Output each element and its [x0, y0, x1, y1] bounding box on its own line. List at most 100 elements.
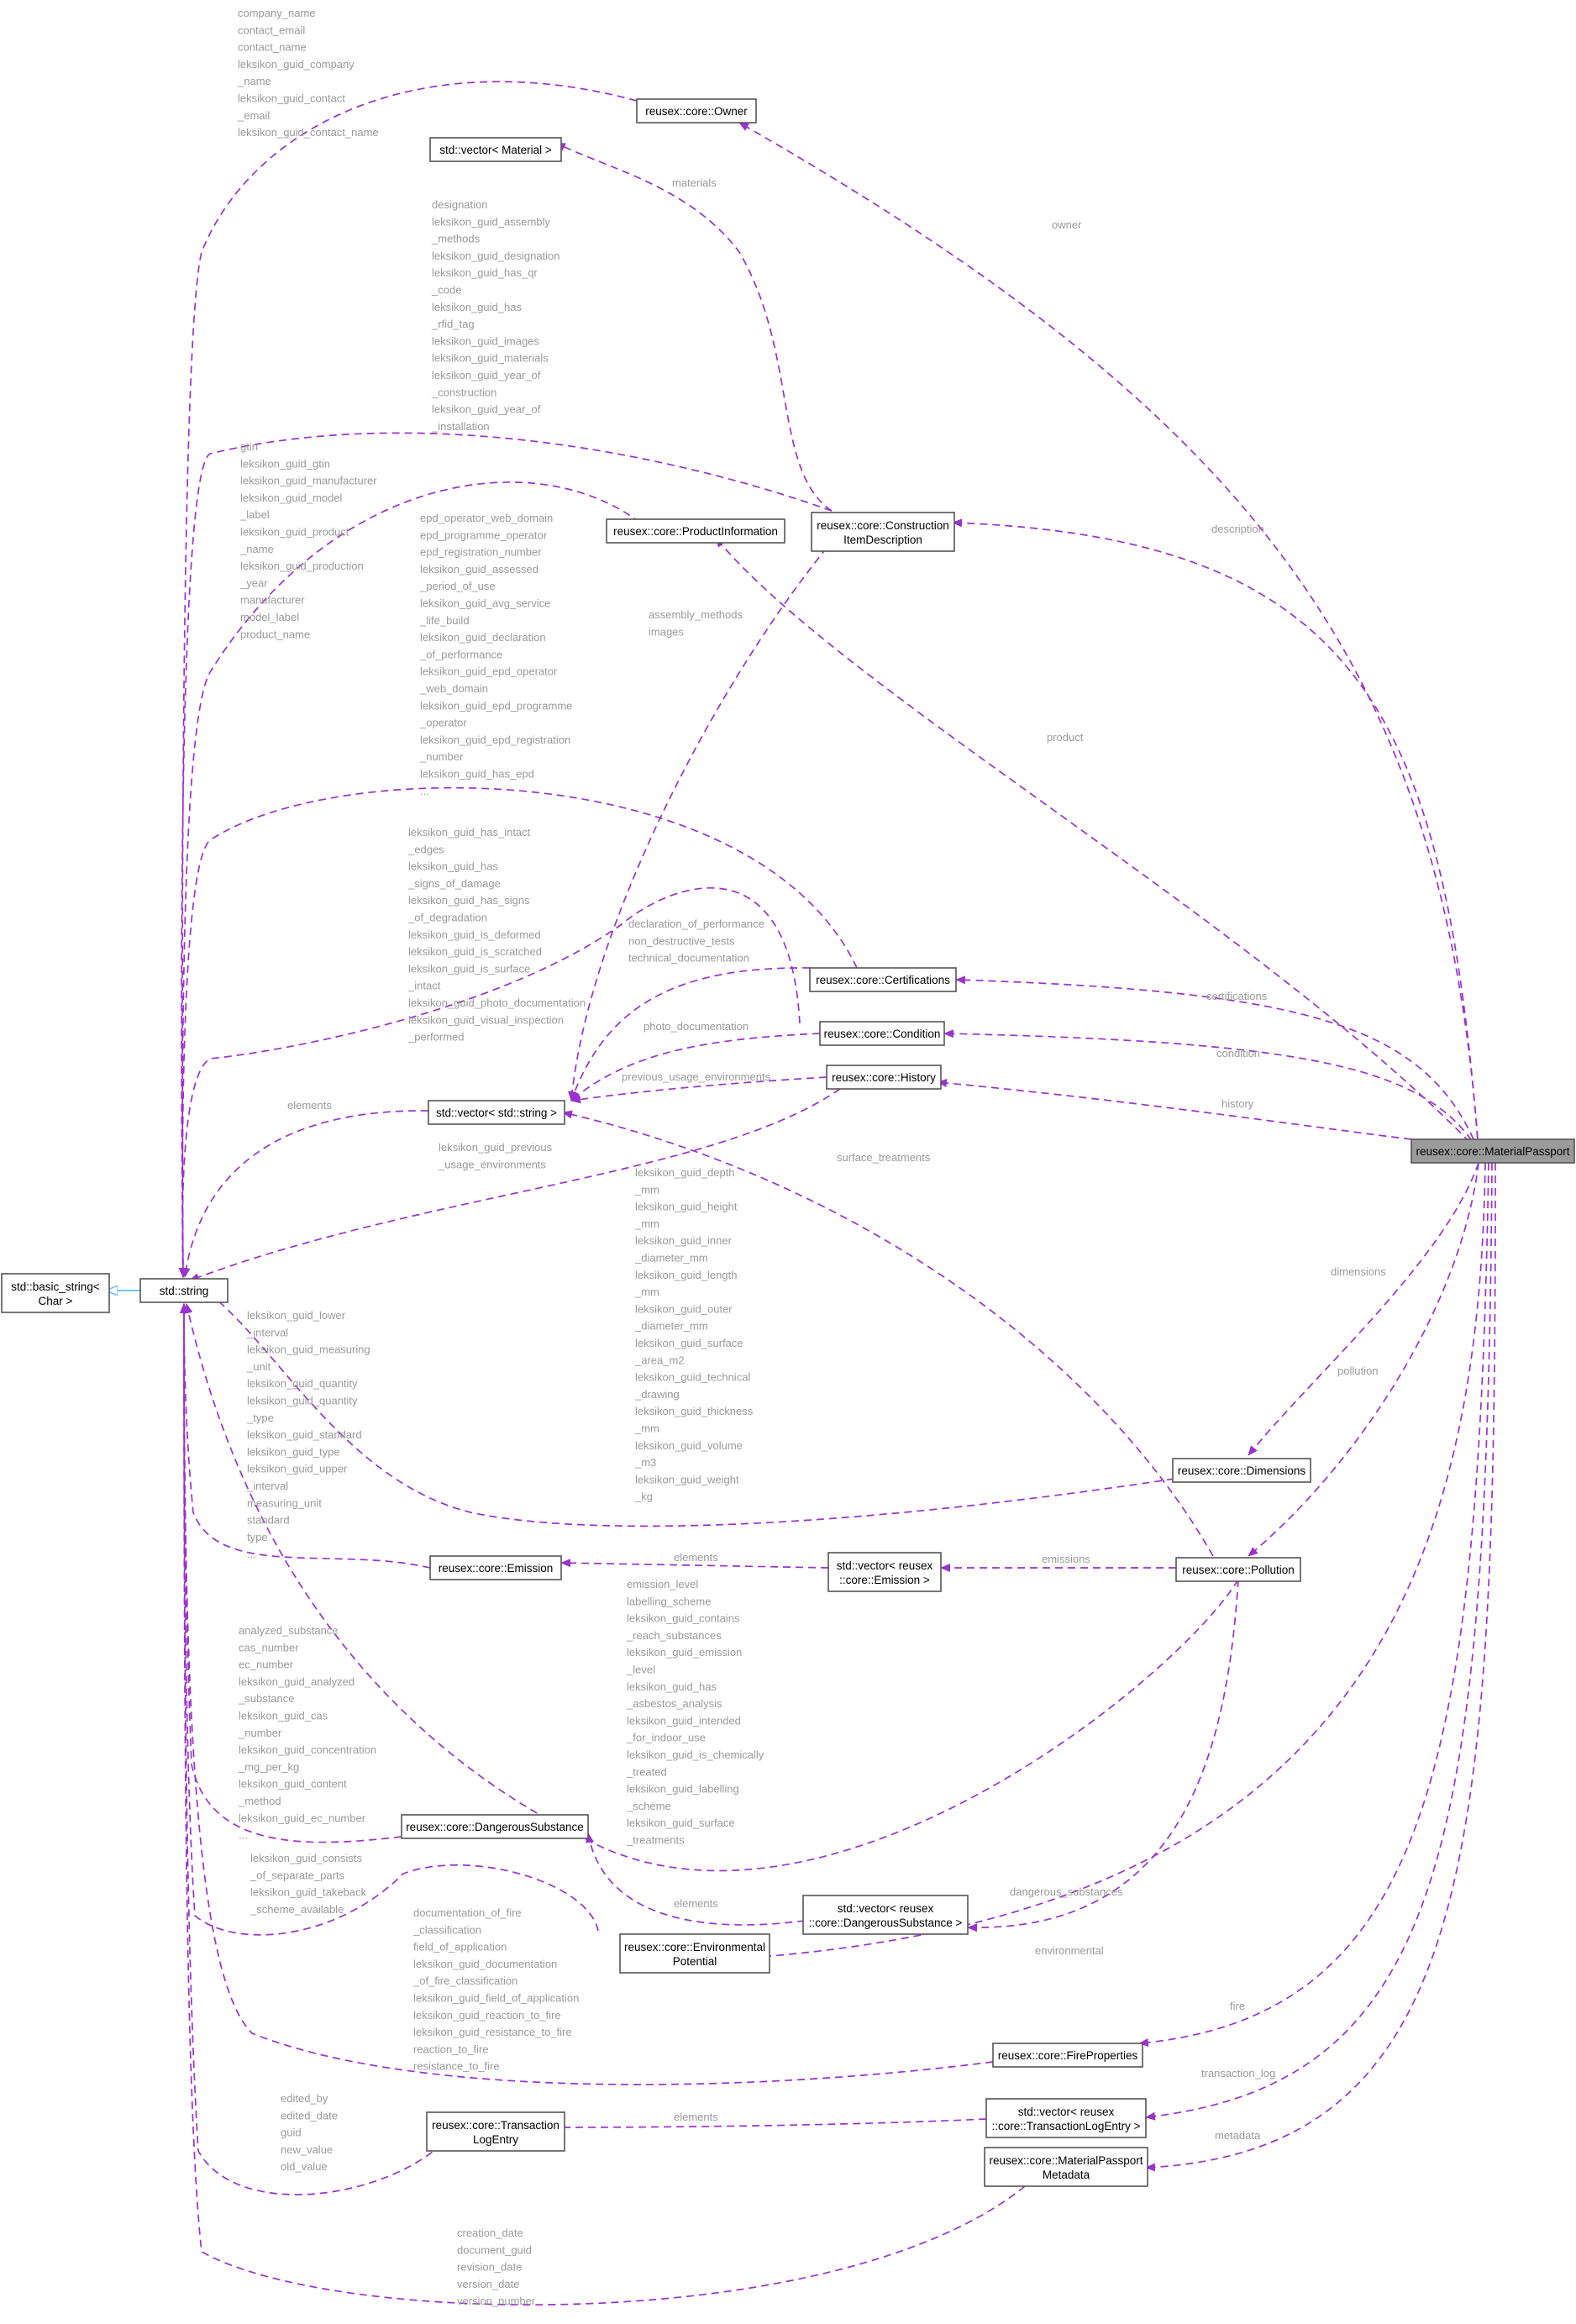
text-line: ...: [247, 1548, 256, 1560]
text-line: leksikon_guid_avg_service: [420, 597, 550, 610]
text-line: environmental: [1035, 1944, 1104, 1957]
node-vector-dangerous-substance[interactable]: std::vector< reusex::core::DangerousSubs…: [802, 1895, 969, 1935]
text-line: epd_registration_number: [420, 546, 542, 559]
node-label: reusex::core::Owner: [645, 105, 748, 118]
text-line: leksikon_guid_company: [238, 58, 355, 71]
text-line: pollution: [1337, 1364, 1378, 1377]
text-line: leksikon_guid_analyzed: [239, 1675, 355, 1688]
node-vector-emission[interactable]: std::vector< reusex::core::Emission >: [827, 1552, 942, 1592]
text-line: LogEntry: [473, 2133, 518, 2146]
text-line: surface_treatments: [837, 1151, 931, 1164]
node-label: reusex::core::Dimensions: [1178, 1464, 1306, 1477]
text-line: leksikon_guid_materials: [432, 352, 549, 365]
text-line: leksikon_guid_has_intact: [408, 826, 531, 839]
text-line: leksikon_guid_declaration: [420, 631, 546, 644]
node-fire-properties[interactable]: reusex::core::FireProperties: [992, 2043, 1143, 2068]
text-line: _classification: [412, 1923, 481, 1936]
node-std-string[interactable]: std::string: [139, 1278, 229, 1303]
text-line: emission_level: [627, 1578, 698, 1591]
text-line: leksikon_guid_assessed: [420, 563, 538, 576]
label-description: description: [1211, 523, 1264, 535]
edge-emission-elements: [560, 1559, 829, 1569]
label-history: history: [1221, 1097, 1254, 1110]
node-vector-material[interactable]: std::vector< Material >: [429, 137, 562, 162]
text-line: analyzed_substance: [239, 1624, 339, 1637]
node-vector-string[interactable]: std::vector< std::string >: [428, 1100, 565, 1125]
text-line: _kg: [634, 1491, 653, 1503]
edge-pollution: [1248, 1162, 1479, 1557]
text-line: _mg_per_kg: [238, 1760, 299, 1773]
text-line: leksikon_guid_quantity: [247, 1395, 358, 1407]
text-line: ec_number: [239, 1659, 294, 1671]
text-line: leksikon_guid_technical: [635, 1371, 750, 1384]
node-dimensions[interactable]: reusex::core::Dimensions: [1172, 1458, 1311, 1483]
text-line: _interval: [246, 1480, 288, 1492]
text-line: leksikon_guid_gtin: [240, 457, 330, 470]
node-owner[interactable]: reusex::core::Owner: [636, 98, 757, 124]
label-dimensions: dimensions: [1331, 1265, 1386, 1278]
text-line: leksikon_guid_production: [240, 560, 364, 572]
edge-condition: [943, 1029, 1479, 1152]
label-pollution: pollution: [1337, 1364, 1378, 1377]
edge-condition-string: [178, 887, 801, 1278]
node-dangerous-substance[interactable]: reusex::core::DangerousSubstance: [401, 1814, 589, 1839]
text-line: _name: [237, 75, 271, 87]
edge-description: [952, 518, 1479, 1152]
node-history[interactable]: reusex::core::History: [826, 1065, 942, 1090]
label-metadata: metadata: [1215, 2129, 1261, 2142]
text-line: leksikon_guid_contact_name: [238, 126, 379, 139]
text-line: photo_documentation: [644, 1020, 749, 1033]
text-line: _scheme: [626, 1800, 671, 1812]
text-line: _number: [419, 750, 464, 763]
text-line: leksikon_guid_has_epd: [420, 768, 534, 781]
text-line: _level: [626, 1664, 655, 1676]
label-previous-usage: previous_usage_environments: [622, 1070, 771, 1083]
text-line: leksikon_guid_standard: [247, 1428, 362, 1441]
text-line: _installation: [431, 420, 490, 433]
text-line: dangerous_substances: [1010, 1885, 1123, 1898]
text-line: images: [649, 625, 684, 638]
nodes: reusex::core::Owner std::vector< Materia…: [1, 98, 1575, 2187]
node-label: reusex::core::MaterialPassport: [1416, 1145, 1569, 1158]
node-label: reusex::core::DangerousSubstance: [406, 1821, 584, 1833]
text-line: creation_date: [457, 2227, 523, 2239]
node-material-passport[interactable]: reusex::core::MaterialPassport: [1411, 1138, 1575, 1164]
text-line: leksikon_guid_assembly: [432, 215, 550, 228]
label-transaction-log: transaction_log: [1201, 2067, 1275, 2080]
text-line: Potential: [673, 1955, 717, 1968]
node-vector-transaction-log[interactable]: std::vector< reusex::core::TransactionLo…: [985, 2098, 1147, 2138]
text-line: leksikon_guid_quantity: [247, 1377, 358, 1390]
text-line: std::string: [160, 1285, 209, 1297]
text-line: product: [1047, 731, 1084, 744]
text-line: leksikon_guid_photo_documentation: [408, 996, 586, 1009]
text-line: transaction_log: [1201, 2067, 1275, 2080]
text-line: leksikon_guid_takeback: [250, 1886, 367, 1899]
node-basic-string[interactable]: std::basic_string<Char >: [1, 1273, 110, 1313]
text-line: technical_documentation: [628, 952, 749, 965]
node-emission[interactable]: reusex::core::Emission: [429, 1555, 562, 1580]
node-certifications[interactable]: reusex::core::Certifications: [809, 967, 957, 992]
node-pollution[interactable]: reusex::core::Pollution: [1175, 1557, 1301, 1582]
text-line: leksikon_guid_length: [635, 1269, 737, 1281]
node-label: std::string: [160, 1285, 209, 1297]
text-line: _treatments: [626, 1834, 685, 1847]
text-line: leksikon_guid_has_qr: [432, 266, 538, 279]
node-condition[interactable]: reusex::core::Condition: [819, 1021, 945, 1046]
label-owner: owner: [1052, 218, 1082, 231]
text-line: leksikon_guid_epd_programme: [420, 699, 572, 712]
text-line: new_value: [281, 2143, 333, 2156]
text-line: leksikon_guid_year_of: [432, 403, 541, 416]
text-line: _asbestos_analysis: [626, 1697, 722, 1710]
text-line: epd_programme_operator: [420, 528, 548, 541]
text-line: metadata: [1215, 2129, 1261, 2142]
node-product-information[interactable]: reusex::core::ProductInformation: [606, 518, 785, 544]
